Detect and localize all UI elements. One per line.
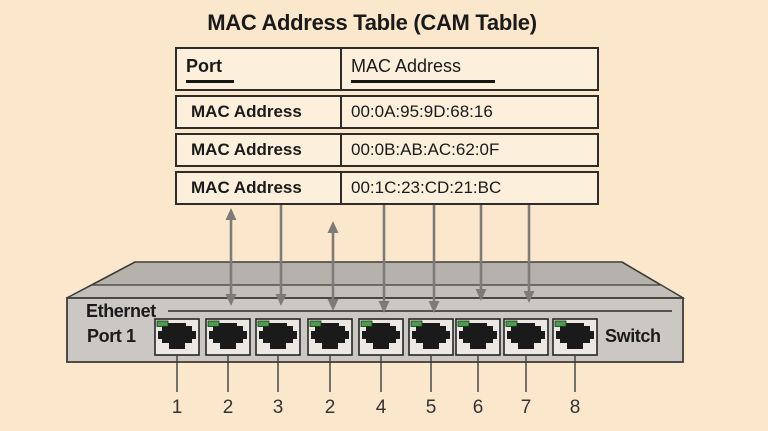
port-number-label: 3 xyxy=(273,397,284,418)
rj45-connector-icon xyxy=(213,327,243,343)
arrow-down-head-icon xyxy=(275,294,287,306)
rj45-connector-icon xyxy=(362,331,366,339)
rj45-connector-icon xyxy=(158,331,162,339)
port-cell: MAC Address xyxy=(177,173,342,203)
port-led-icon xyxy=(554,320,567,327)
rj45-connector-icon xyxy=(311,331,315,339)
port-led-icon xyxy=(410,320,423,327)
port-led-icon xyxy=(457,320,470,327)
mac-cell: 00:1C:23:CD:21:BC xyxy=(351,178,502,197)
rj45-connector-icon xyxy=(321,323,339,329)
arrow-down-head-icon xyxy=(475,289,487,301)
rj45-connector-icon xyxy=(315,327,345,343)
port-led-icon xyxy=(360,320,373,327)
ethernet-label: Ethernet xyxy=(86,301,156,321)
rj45-connector-icon xyxy=(560,327,590,343)
table-row: MAC Address 00:0B:AB:AC:62:0F xyxy=(175,133,599,167)
port-number-label: 8 xyxy=(570,397,581,418)
port-number-label: 5 xyxy=(426,397,437,418)
port-column-header-cell: Port xyxy=(177,49,342,89)
rj45-connector-icon xyxy=(366,327,396,343)
rj45-connector-icon xyxy=(259,331,263,339)
table-row: MAC Address 00:1C:23:CD:21:BC xyxy=(175,171,599,205)
mac-cell: 00:0B:AB:AC:62:0F xyxy=(351,140,500,159)
port-number-label: 4 xyxy=(376,397,387,418)
rj45-connector-icon xyxy=(169,343,185,349)
rj45-connector-icon xyxy=(168,323,186,329)
rj45-connector-icon xyxy=(566,323,584,329)
rj45-connector-icon xyxy=(373,343,389,349)
rj45-connector-icon xyxy=(396,331,400,339)
port-led-icon xyxy=(156,320,169,327)
port-led-icon xyxy=(257,320,270,327)
rj45-connector-icon xyxy=(192,331,196,339)
rj45-connector-icon xyxy=(493,331,497,339)
mac-column-header-cell: MAC Address xyxy=(342,49,597,89)
mac-cell: 00:0A:95:9D:68:16 xyxy=(351,102,493,121)
rj45-connector-icon xyxy=(263,327,293,343)
rj45-connector-icon xyxy=(459,331,463,339)
rj45-connector-icon xyxy=(567,343,583,349)
rj45-connector-icon xyxy=(556,331,560,339)
rj45-connector-icon xyxy=(372,323,390,329)
port1-label: Port 1 xyxy=(87,326,136,346)
port-cell: MAC Address xyxy=(177,97,342,127)
rj45-connector-icon xyxy=(423,343,439,349)
port-column-header: Port xyxy=(186,55,234,83)
arrow-down-head-icon xyxy=(523,291,535,303)
port-number-label: 2 xyxy=(325,397,336,418)
switch-label: Switch xyxy=(605,326,661,346)
rj45-connector-icon xyxy=(518,343,534,349)
rj45-connector-icon xyxy=(219,323,237,329)
mac-column-header: MAC Address xyxy=(351,55,496,83)
rj45-connector-icon xyxy=(269,323,287,329)
port-led-icon xyxy=(505,320,518,327)
port-number-label: 1 xyxy=(172,397,183,418)
rj45-connector-icon xyxy=(469,323,487,329)
port-led-icon xyxy=(309,320,322,327)
rj45-connector-icon xyxy=(422,323,440,329)
arrow-down-head-icon xyxy=(428,301,440,313)
rj45-connector-icon xyxy=(541,331,545,339)
rj45-connector-icon xyxy=(345,331,349,339)
table-row: MAC Address 00:0A:95:9D:68:16 xyxy=(175,95,599,129)
rj45-connector-icon xyxy=(446,331,450,339)
rj45-connector-icon xyxy=(463,327,493,343)
rj45-connector-icon xyxy=(243,331,247,339)
rj45-connector-icon xyxy=(517,323,535,329)
rj45-connector-icon xyxy=(416,327,446,343)
rj45-connector-icon xyxy=(412,331,416,339)
rj45-connector-icon xyxy=(293,331,297,339)
rj45-connector-icon xyxy=(220,343,236,349)
rj45-connector-icon xyxy=(162,327,192,343)
mac-address-table: Port MAC Address MAC Address 00:0A:95:9D:… xyxy=(175,47,599,205)
rj45-connector-icon xyxy=(511,327,541,343)
rj45-connector-icon xyxy=(590,331,594,339)
port-cell: MAC Address xyxy=(177,135,342,165)
diagram-title: MAC Address Table (CAM Table) xyxy=(207,10,537,35)
rj45-connector-icon xyxy=(507,331,511,339)
arrow-down-head-icon xyxy=(378,301,390,313)
arrow-down-head-icon xyxy=(327,299,339,311)
rj45-connector-icon xyxy=(322,343,338,349)
switch-top-bevel xyxy=(66,284,686,299)
rj45-connector-icon xyxy=(209,331,213,339)
port-number-label: 2 xyxy=(223,397,234,418)
arrow-up-head-icon xyxy=(225,208,237,220)
port-number-label: 7 xyxy=(521,397,532,418)
port-number-label: 6 xyxy=(473,397,484,418)
arrow-up-head-icon xyxy=(327,221,339,233)
rj45-connector-icon xyxy=(270,343,286,349)
rj45-connector-icon xyxy=(470,343,486,349)
arrow-down-head-icon xyxy=(225,294,237,306)
table-header-row: Port MAC Address xyxy=(175,47,599,91)
port-led-icon xyxy=(207,320,220,327)
